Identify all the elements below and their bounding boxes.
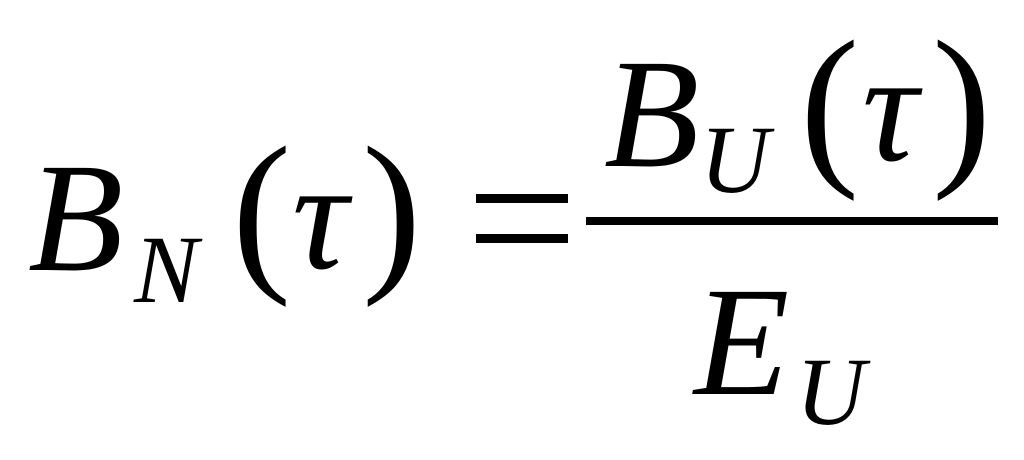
lhs-open-paren: ( bbox=[232, 110, 292, 308]
denominator-subscript: U bbox=[796, 338, 866, 445]
numerator-close-paren: ) bbox=[932, 4, 992, 202]
lhs-base-symbol: B bbox=[28, 131, 124, 304]
lhs-subscript: N bbox=[134, 216, 199, 323]
numerator-argument-tau: τ bbox=[862, 21, 918, 194]
numerator-base-symbol: B bbox=[604, 27, 700, 200]
numerator-open-paren: ( bbox=[800, 4, 860, 202]
equals-sign-lower-bar bbox=[476, 234, 568, 243]
numerator-subscript: U bbox=[700, 106, 770, 213]
equals-sign-upper-bar bbox=[476, 194, 568, 203]
denominator-base-symbol: E bbox=[694, 255, 790, 428]
lhs-close-paren: ) bbox=[362, 110, 422, 308]
fraction-bar bbox=[586, 217, 998, 225]
lhs-argument-tau: τ bbox=[292, 129, 348, 302]
